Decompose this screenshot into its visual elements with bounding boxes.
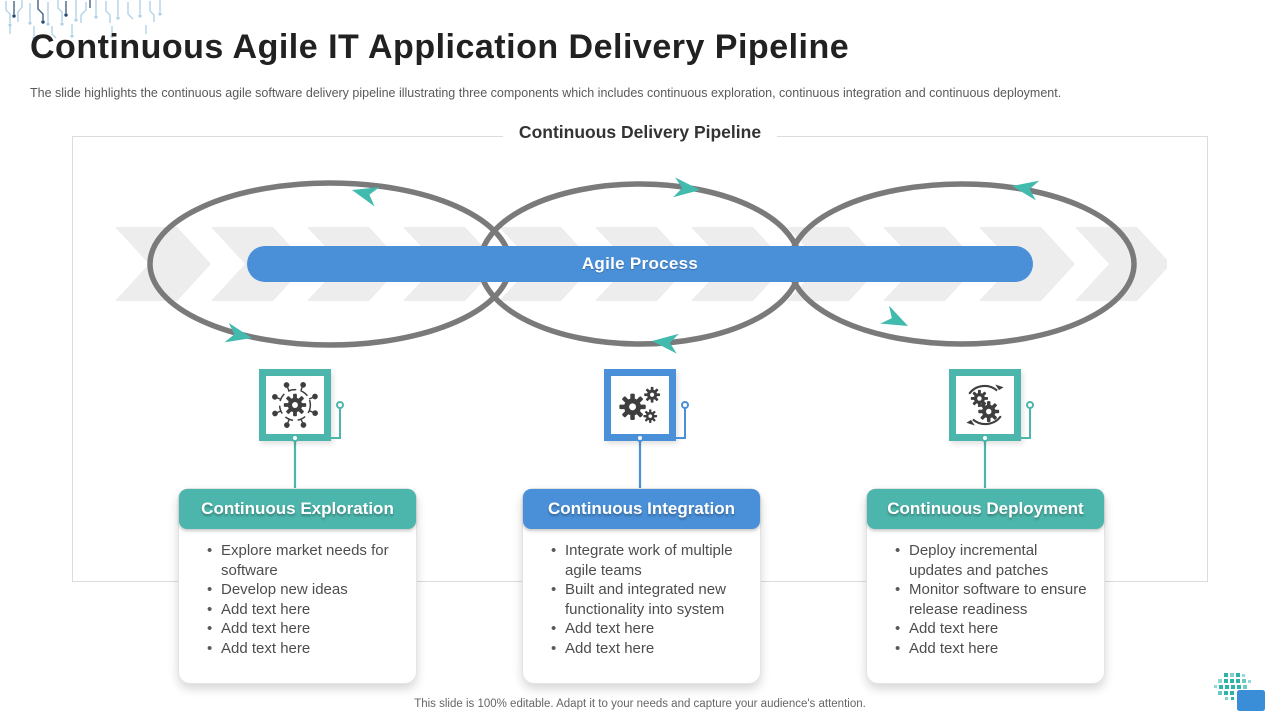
icon-box-exploration (259, 369, 331, 441)
agile-process-bar: Agile Process (247, 246, 1033, 282)
bullet-list-exploration: Explore market needs for software Develo… (179, 541, 416, 658)
bullet-item: Built and integrated new functionality i… (551, 580, 746, 619)
card-title: Continuous Deployment (887, 499, 1084, 518)
bullet-item: Add text here (895, 619, 1090, 639)
card-header-deployment: Continuous Deployment (867, 489, 1104, 529)
card-integration: Continuous Integration Integrate work of… (522, 488, 761, 684)
bullet-item: Add text here (207, 639, 402, 659)
card-header-integration: Continuous Integration (523, 489, 760, 529)
bullet-list-integration: Integrate work of multiple agile teams B… (523, 541, 760, 658)
card-title: Continuous Integration (548, 499, 735, 518)
bullet-list-deployment: Deploy incremental updates and patches M… (867, 541, 1104, 658)
bullet-item: Integrate work of multiple agile teams (551, 541, 746, 580)
bullet-item: Add text here (207, 600, 402, 620)
card-deployment: Continuous Deployment Deploy incremental… (866, 488, 1105, 684)
bullet-item: Develop new ideas (207, 580, 402, 600)
gear-network-icon (272, 382, 318, 428)
page-subtitle: The slide highlights the continuous agil… (30, 86, 1062, 100)
pipeline-heading: Continuous Delivery Pipeline (502, 122, 778, 143)
page-title: Continuous Agile IT Application Delivery… (30, 28, 850, 66)
card-exploration: Continuous Exploration Explore market ne… (178, 488, 417, 684)
bullet-item: Explore market needs for software (207, 541, 402, 580)
gears-icon (619, 386, 661, 423)
card-title: Continuous Exploration (201, 499, 394, 518)
agile-process-label: Agile Process (581, 254, 699, 273)
bullet-item: Add text here (551, 639, 746, 659)
icon-box-integration (604, 369, 676, 441)
icon-box-deployment (949, 369, 1021, 441)
gears-sync-icon (966, 384, 1004, 426)
pixel-mosaic-logo (1214, 673, 1265, 711)
bullet-item: Add text here (207, 619, 402, 639)
bullet-item: Deploy incremental updates and patches (895, 541, 1090, 580)
bullet-item: Monitor software to ensure release readi… (895, 580, 1090, 619)
footer-note: This slide is 100% editable. Adapt it to… (414, 698, 866, 710)
bullet-item: Add text here (895, 639, 1090, 659)
card-header-exploration: Continuous Exploration (179, 489, 416, 529)
circuit-pattern-decoration (5, 0, 162, 40)
bullet-item: Add text here (551, 619, 746, 639)
